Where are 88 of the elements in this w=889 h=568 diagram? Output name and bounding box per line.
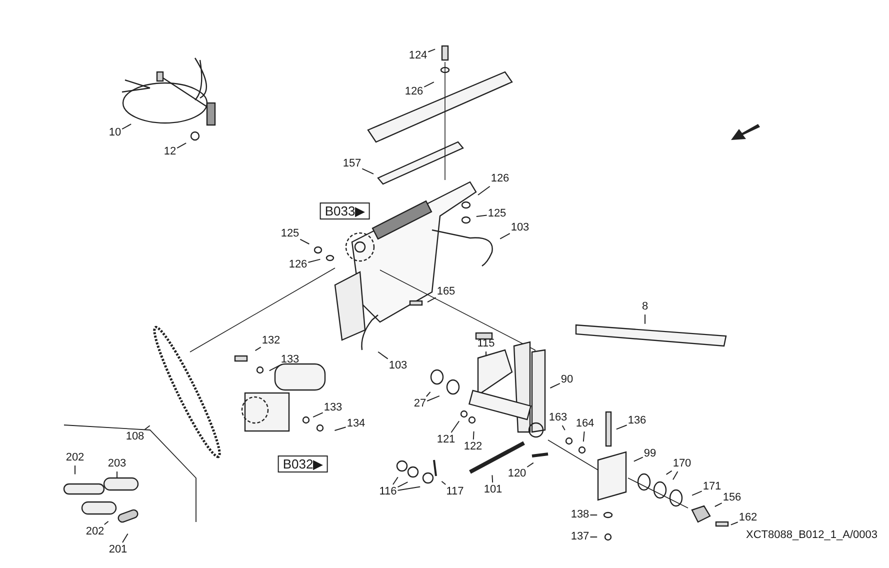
- leader-line: [144, 425, 150, 430]
- leader-line: [590, 536, 598, 538]
- callout-number: 126: [404, 86, 424, 98]
- leader-line: [450, 420, 460, 433]
- leader-line: [562, 425, 566, 431]
- leader-line: [582, 431, 585, 442]
- leader-line: [426, 395, 440, 402]
- callout-number: 8: [642, 300, 648, 314]
- callout-number: 124: [408, 50, 428, 62]
- leader-line: [74, 465, 76, 475]
- callout-number: 103: [388, 360, 408, 372]
- leader-line: [176, 142, 187, 149]
- leader-line: [254, 346, 262, 352]
- drawing-code: XCT8088_B012_1_A/0003: [746, 529, 878, 541]
- leader-line: [500, 233, 510, 240]
- leader-line: [633, 456, 644, 462]
- leader-line: [122, 124, 132, 130]
- callout-number: 133: [280, 354, 300, 366]
- callout-number: 171: [702, 480, 722, 494]
- reference-tag: B033▶: [320, 202, 370, 220]
- callout-number: 164: [576, 418, 594, 430]
- callout-number: 157: [342, 158, 362, 170]
- callout-number: 202: [66, 452, 84, 464]
- callout-number: 165: [436, 286, 456, 298]
- leader-line: [730, 522, 738, 526]
- callout-number: 90: [560, 374, 574, 386]
- callout-number: 132: [262, 334, 280, 348]
- leader-line: [526, 462, 534, 468]
- callout-number: 138: [570, 508, 590, 522]
- callout-number: 99: [644, 448, 656, 460]
- leader-line: [268, 364, 280, 372]
- callout-number: 162: [738, 512, 758, 524]
- leader-line: [122, 533, 128, 543]
- callout-number: 156: [722, 492, 742, 504]
- callout-number: 10: [108, 126, 122, 140]
- callout-number: 115: [477, 338, 495, 350]
- leader-line: [426, 391, 431, 397]
- callout-number: 116: [379, 486, 397, 498]
- leader-line: [644, 314, 646, 324]
- leader-line: [300, 238, 310, 244]
- callout-number: 120: [508, 468, 526, 480]
- callout-number: 126: [288, 258, 308, 272]
- leader-line: [312, 412, 324, 418]
- callout-number: 125: [280, 228, 300, 240]
- callout-number: 203: [108, 458, 126, 470]
- callout-number: 163: [548, 412, 568, 424]
- callout-number: 137: [570, 530, 590, 544]
- callout-number: 117: [446, 486, 464, 498]
- leader-line: [590, 514, 598, 516]
- callout-number: 133: [324, 402, 342, 414]
- leader-line: [428, 48, 436, 52]
- leader-line: [308, 258, 321, 263]
- reference-tag: B032▶: [278, 456, 328, 472]
- leader-line: [472, 430, 474, 440]
- callout-number: 136: [628, 414, 646, 428]
- callout-number: 101: [484, 484, 502, 496]
- leader-line: [397, 486, 421, 491]
- leader-line: [666, 470, 672, 475]
- callout-number: 27: [414, 398, 426, 410]
- callout-number: 202: [86, 526, 104, 538]
- leader-line: [441, 480, 446, 485]
- leader-line: [334, 426, 346, 431]
- callout-number: 170: [672, 458, 692, 470]
- leader-line: [392, 476, 398, 485]
- callout-number: 201: [108, 544, 128, 556]
- leader-line: [692, 490, 702, 496]
- leader-line: [362, 168, 374, 174]
- leader-line: [714, 502, 722, 507]
- leader-line: [378, 351, 388, 360]
- callout-number: 108: [126, 430, 144, 444]
- leader-line: [397, 482, 408, 488]
- leader-line: [492, 474, 494, 483]
- leader-line: [478, 186, 490, 196]
- callout-number: 134: [346, 418, 366, 430]
- callout-number: 103: [510, 222, 530, 234]
- leader-line: [476, 214, 488, 217]
- leader-line: [116, 471, 118, 479]
- leader-line: [104, 520, 109, 525]
- leader-line: [616, 424, 628, 430]
- leader-line: [427, 297, 436, 303]
- leader-line: [424, 82, 434, 88]
- leader-line: [550, 382, 560, 388]
- leader-line: [672, 471, 678, 480]
- callout-number: 121: [436, 434, 456, 446]
- callout-number: 122: [464, 440, 482, 454]
- callout-number: 126: [490, 172, 510, 186]
- callout-number: 12: [164, 146, 176, 158]
- callout-number: 125: [488, 208, 506, 220]
